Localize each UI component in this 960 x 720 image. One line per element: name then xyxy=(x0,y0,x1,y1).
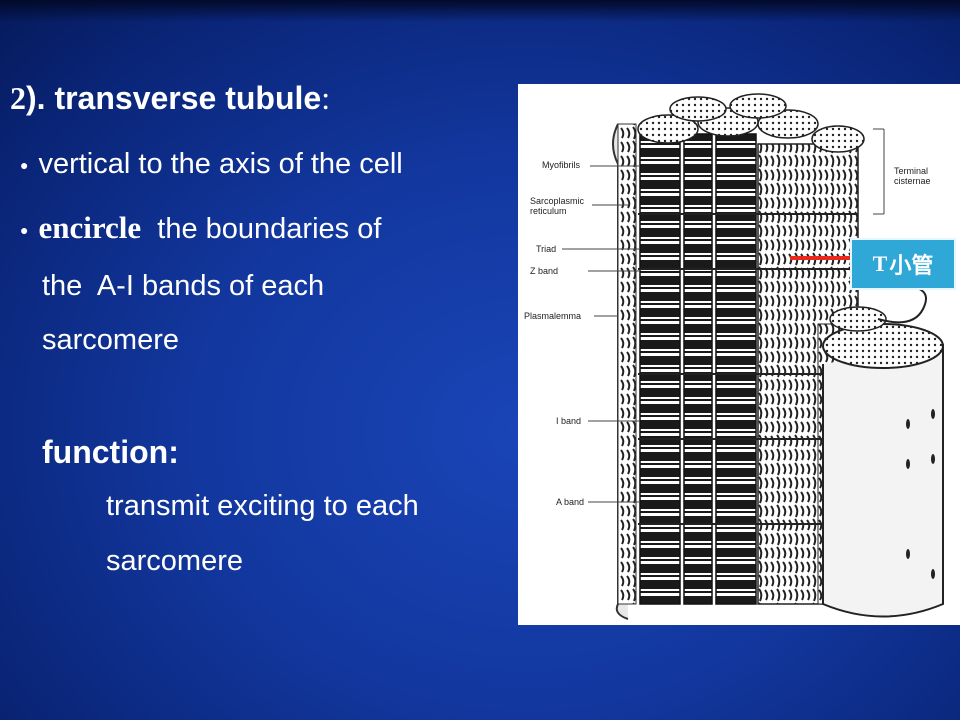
label-plasmalemma: Plasmalemma xyxy=(524,311,582,321)
callout-pointer xyxy=(790,256,850,260)
callout-t: T xyxy=(872,251,888,276)
label-a-band: A band xyxy=(556,497,585,507)
bullet-icon: ● xyxy=(20,222,29,239)
heading-text: ). transverse tubule xyxy=(26,80,322,116)
muscle-fiber-drawing xyxy=(562,93,944,620)
callout-chars: 小管 xyxy=(889,254,934,279)
label-z-band: Z band xyxy=(530,266,559,276)
function-line-2: sarcomere xyxy=(106,545,243,577)
label-triad: Triad xyxy=(536,244,557,254)
heading-number: 2 xyxy=(10,80,26,116)
bullet-item-1: ● vertical to the axis of the cell xyxy=(20,146,403,183)
function-title: function: xyxy=(42,434,179,470)
bullet-item-2: ● encircle the boundaries of xyxy=(20,210,381,248)
bullet-emphasis: encircle xyxy=(38,210,142,245)
bullet-icon: ● xyxy=(20,157,29,174)
label-sr-2: reticulum xyxy=(530,206,567,216)
bullet-text: vertical to the axis of the cell xyxy=(38,148,403,180)
function-line-1: transmit exciting to each xyxy=(106,490,419,522)
label-terminal-2: cisternae xyxy=(894,176,931,186)
label-i-band: I band xyxy=(556,416,582,426)
bullet-text: the boundaries of xyxy=(141,213,382,245)
slide-heading: 2). transverse tubule: xyxy=(10,80,330,117)
heading-colon: : xyxy=(321,80,331,116)
label-myofibrils: Myofibrils xyxy=(542,160,581,170)
muscle-fiber-diagram: Myofibrils Sarcoplasmic reticulum Triad … xyxy=(518,84,960,625)
continuation-line-1: the A-I bands of each xyxy=(42,270,325,302)
label-sr-1: Sarcoplasmic xyxy=(530,196,585,206)
label-terminal-1: Terminal xyxy=(894,166,929,176)
top-shadow xyxy=(0,0,960,22)
continuation-line-2: sarcomere xyxy=(42,324,179,356)
